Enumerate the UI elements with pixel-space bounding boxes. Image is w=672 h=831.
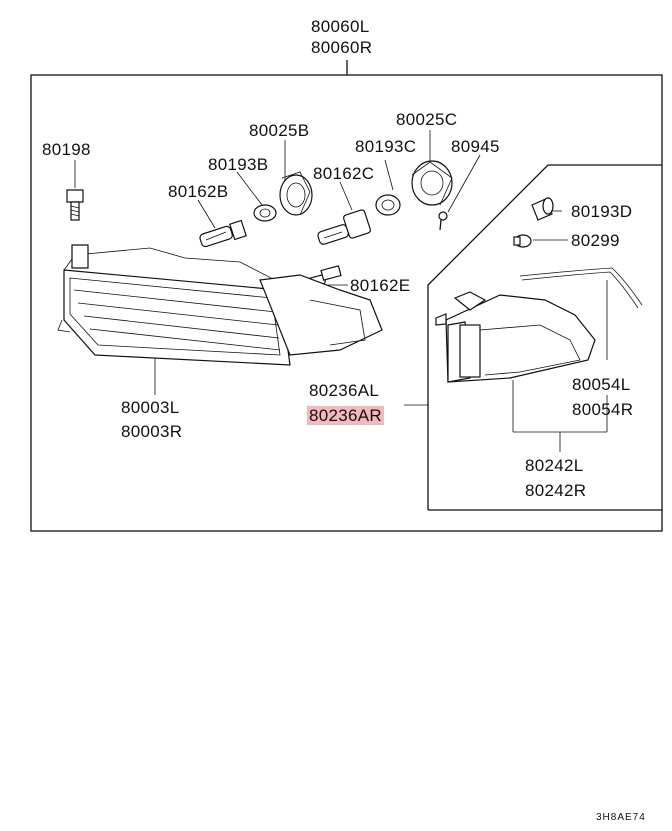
label-80242l[interactable]: 80242L (525, 456, 584, 475)
label-80299[interactable]: 80299 (571, 231, 620, 250)
label-80198[interactable]: 80198 (42, 140, 91, 159)
socket-80193d (531, 197, 554, 221)
label-80162c[interactable]: 80162C (313, 164, 375, 183)
label-80054r[interactable]: 80054R (572, 400, 634, 419)
label-80236ar[interactable]: 80236AR (307, 406, 384, 425)
label-80242r[interactable]: 80242R (525, 481, 587, 500)
cover-80025b (279, 171, 313, 216)
label-80054l[interactable]: 80054L (572, 375, 631, 394)
label-80193c[interactable]: 80193C (355, 137, 417, 156)
side-lamp-80236a (435, 267, 643, 383)
bulb-80162b (199, 219, 247, 248)
retainer-80193c (375, 194, 401, 216)
label-80236al[interactable]: 80236AL (309, 381, 380, 400)
label-80025c[interactable]: 80025C (396, 110, 458, 129)
label-80025b[interactable]: 80025B (249, 121, 310, 140)
label-80003l[interactable]: 80003L (121, 398, 180, 417)
label-80193d[interactable]: 80193D (571, 202, 633, 221)
bulb-80299 (513, 234, 532, 248)
headlamp-80003 (57, 244, 383, 366)
screw-80198 (66, 189, 84, 221)
label-80003r[interactable]: 80003R (121, 422, 183, 441)
label-80193b[interactable]: 80193B (208, 155, 269, 174)
bulb-80162c (317, 209, 371, 245)
screw-80945 (438, 211, 448, 231)
label-80236ar-wrap[interactable]: 80236AR (307, 406, 384, 426)
inner-frame (427, 164, 662, 510)
cover-80025c (411, 160, 453, 206)
label-assy-l[interactable]: 80060L (311, 17, 370, 36)
retainer-80193b (253, 204, 277, 222)
label-assy-r[interactable]: 80060R (311, 38, 373, 57)
label-80162b[interactable]: 80162B (168, 182, 229, 201)
label-80162e[interactable]: 80162E (350, 276, 411, 295)
label-80945[interactable]: 80945 (451, 137, 500, 156)
diagram-code: 3H8AE74 (596, 812, 646, 823)
